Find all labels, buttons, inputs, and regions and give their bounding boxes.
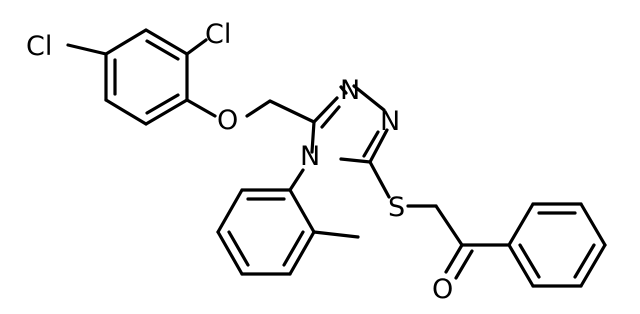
bond — [288, 188, 316, 234]
bond-double-inner — [320, 105, 341, 129]
bond — [245, 99, 272, 118]
bond-double-inner — [227, 230, 250, 267]
bond — [339, 85, 348, 95]
bond-double-inner — [145, 93, 180, 115]
bond — [579, 243, 607, 288]
bond — [144, 28, 189, 56]
sulfur-atom-label: S — [388, 192, 405, 223]
bond — [507, 243, 535, 288]
bond — [104, 28, 148, 56]
bond — [216, 230, 244, 276]
bond — [368, 128, 389, 164]
bond — [288, 168, 305, 192]
bond-double-inner — [573, 243, 596, 279]
bond — [66, 43, 108, 56]
bond — [368, 160, 391, 199]
triazole-nitrogen-label: N — [300, 141, 320, 172]
bond — [310, 120, 316, 154]
bond — [312, 230, 360, 239]
bond — [268, 99, 316, 124]
chlorine-atom-label: Cl — [26, 31, 52, 62]
bond-layer — [66, 28, 607, 288]
bond — [352, 84, 386, 112]
atom-label-layer: Cl Cl O N N N S O — [26, 19, 453, 305]
triazole-nitrogen-label: N — [380, 106, 400, 137]
bond — [579, 202, 607, 247]
bond-double-inner — [454, 249, 474, 280]
bond — [312, 96, 339, 124]
bond — [144, 98, 189, 126]
bond — [507, 202, 535, 247]
bond — [185, 98, 217, 118]
bond — [288, 230, 316, 276]
ketone-oxygen-label: O — [432, 274, 453, 305]
chlorine-atom-label: Cl — [205, 19, 231, 50]
bond — [339, 157, 372, 164]
triazole-nitrogen-label: N — [340, 75, 360, 106]
bond-double-inner — [518, 243, 541, 279]
ether-oxygen-label: O — [217, 105, 238, 136]
bond — [104, 98, 148, 126]
bond — [185, 38, 208, 56]
bond — [216, 188, 244, 234]
bond — [444, 243, 464, 274]
bond-double-inner — [362, 130, 380, 158]
bond-double-inner — [282, 230, 305, 267]
bond — [434, 204, 464, 247]
bond-double-inner — [145, 39, 180, 61]
